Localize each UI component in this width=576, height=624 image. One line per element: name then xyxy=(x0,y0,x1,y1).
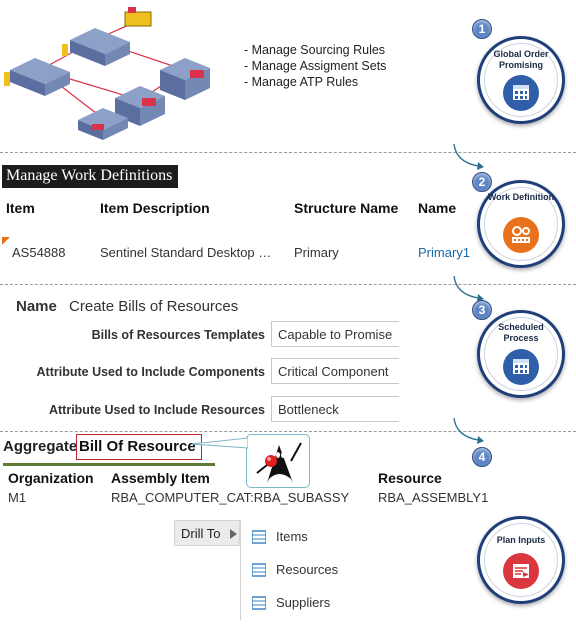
chevron-right-icon xyxy=(230,529,237,539)
form-icon xyxy=(503,553,539,589)
process-name-row: Name Create Bills of Resources xyxy=(16,298,238,315)
list-icon xyxy=(252,530,266,544)
resources-attribute-field[interactable]: Bottleneck xyxy=(271,396,399,422)
cell-item-description: Sentinel Standard Desktop … xyxy=(100,245,272,260)
field-label: Bills of Resources Templates xyxy=(91,328,265,342)
step-plan-inputs[interactable]: Plan Inputs xyxy=(477,516,565,604)
step-work-definition[interactable]: Work Definition xyxy=(477,180,565,268)
heading-underline xyxy=(3,463,215,466)
calendar-icon xyxy=(503,75,539,111)
cell-organization: M1 xyxy=(8,490,27,505)
cell-item: AS54888 xyxy=(12,245,66,260)
list-icon xyxy=(252,596,266,610)
column-header-name[interactable]: Name xyxy=(418,200,457,216)
menu-item-suppliers[interactable]: Suppliers xyxy=(276,595,331,610)
step-scheduled-process[interactable]: Scheduled Process xyxy=(477,310,565,398)
flow-arrow-icon xyxy=(453,143,484,170)
drill-to-label: Drill To xyxy=(181,526,221,541)
work-definition-link[interactable]: Primary1 xyxy=(418,245,471,260)
page-title: Manage Work Definitions xyxy=(2,165,179,188)
step-number-badge: 2 xyxy=(472,172,492,192)
cell-assembly-item: RBA_COMPUTER_CAT:RBA_SUBASSY xyxy=(111,490,350,505)
menu-border xyxy=(240,520,241,620)
drill-to-menu-trigger[interactable]: Drill To xyxy=(174,520,240,546)
step-number-badge: 3 xyxy=(472,300,492,320)
section-divider xyxy=(0,431,576,432)
step-label: Work Definition xyxy=(487,192,555,202)
bullet-item: - Manage Assigment Sets xyxy=(244,59,387,73)
step-label: Plan Inputs xyxy=(496,535,546,545)
bullet-item: - Manage Sourcing Rules xyxy=(244,43,386,57)
section-divider xyxy=(0,152,576,153)
column-header-organization[interactable]: Organization xyxy=(8,470,94,486)
cell-structure-name: Primary xyxy=(294,245,339,260)
step-label: Scheduled Process xyxy=(498,322,544,343)
step-global-order-promising[interactable]: Global Order Promising xyxy=(477,36,565,124)
callout-arrow xyxy=(192,437,248,449)
aggregate-heading-highlight: Bill Of Resource xyxy=(76,434,202,460)
components-attribute-field[interactable]: Critical Component xyxy=(271,358,399,384)
cell-resource: RBA_ASSEMBLY1 xyxy=(378,490,489,505)
server-network-illustration xyxy=(4,7,210,140)
menu-item-resources[interactable]: Resources xyxy=(276,562,339,577)
bill-template-field[interactable]: Capable to Promise xyxy=(271,321,399,347)
field-label: Attribute Used to Include Resources xyxy=(48,403,265,417)
gears-icon xyxy=(503,217,539,253)
column-header-item-description[interactable]: Item Description xyxy=(100,200,210,216)
section-divider xyxy=(0,284,576,285)
column-header-structure-name[interactable]: Structure Name xyxy=(294,200,399,216)
name-value: Create Bills of Resources xyxy=(69,298,239,315)
list-icon xyxy=(252,563,266,577)
mascot-callout xyxy=(246,434,310,488)
step-label: Global Order Promising xyxy=(493,49,549,70)
menu-item-items[interactable]: Items xyxy=(276,529,308,544)
calendar-icon xyxy=(503,349,539,385)
flow-arrow-icon xyxy=(453,417,484,444)
mascot-icon xyxy=(256,442,302,483)
step-number-badge: 4 xyxy=(472,447,492,467)
bullet-item: - Manage ATP Rules xyxy=(244,75,359,89)
name-label: Name xyxy=(16,298,57,315)
aggregate-heading-prefix: Aggregate xyxy=(3,438,78,455)
column-header-item[interactable]: Item xyxy=(6,200,35,216)
column-header-assembly-item[interactable]: Assembly Item xyxy=(111,470,210,486)
column-header-resource[interactable]: Resource xyxy=(378,470,442,486)
bullet-list: - Manage Sourcing Rules - Manage Assigme… xyxy=(244,42,386,90)
field-label: Attribute Used to Include Components xyxy=(36,365,265,379)
row-flag-icon xyxy=(2,237,10,245)
step-number-badge: 1 xyxy=(472,19,492,39)
